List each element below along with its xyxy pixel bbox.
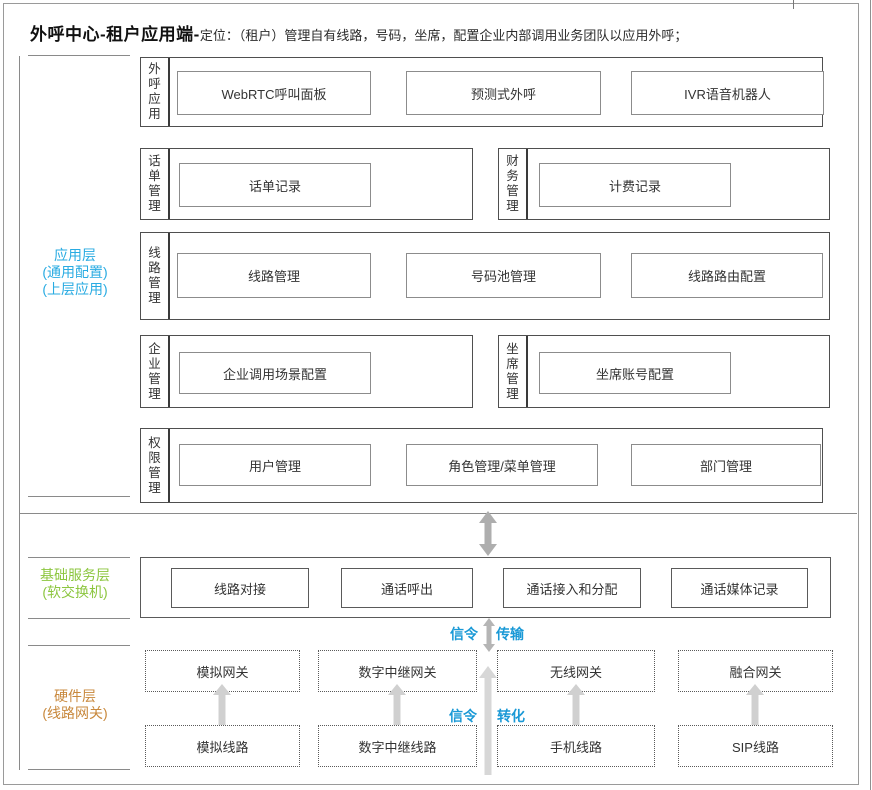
base-bracket-bottom <box>28 618 130 619</box>
left-column-line <box>19 56 20 770</box>
base-service-container: 线路对接 通话呼出 通话接入和分配 通话媒体记录 <box>140 557 831 618</box>
module-box: 用户管理 <box>179 444 371 486</box>
signal-transfer-label-left: 信令 <box>450 626 478 642</box>
group-permission-mgmt: 权限管理 用户管理 角色管理/菜单管理 部门管理 <box>140 428 823 503</box>
line-box: 模拟线路 <box>145 725 300 767</box>
group-label-strip: 话单管理 <box>141 149 170 219</box>
module-box: 部门管理 <box>631 444 821 486</box>
module-box: 计费记录 <box>539 163 731 207</box>
up-down-arrow-icon <box>482 618 495 652</box>
line-box: 数字中继线路 <box>318 725 477 767</box>
signal-transfer-label-right: 传输 <box>496 626 524 642</box>
label-application-layer: 应用层 (通用配置) (上层应用) <box>42 247 108 297</box>
outer-frame <box>3 3 859 785</box>
app-bracket-top <box>28 55 130 56</box>
service-box: 通话媒体记录 <box>671 568 808 608</box>
group-label-strip: 线路管理 <box>141 233 170 319</box>
label-base-service-layer: 基础服务层 (软交换机) <box>40 567 110 600</box>
up-arrow-icon <box>479 666 497 775</box>
module-box: 企业调用场景配置 <box>179 352 371 394</box>
group-label-strip: 企业管理 <box>141 336 170 407</box>
title-description: 定位：（租户）管理自有线路，号码，坐席，配置企业内部调用业务团队以应用外呼； <box>199 28 688 43</box>
page-title: 外呼中心-租户应用端-定位：（租户）管理自有线路，号码，坐席，配置企业内部调用业… <box>30 20 687 45</box>
group-outbound-app: 外呼应用 WebRTC呼叫面板 预测式外呼 IVR语音机器人 <box>140 57 824 127</box>
service-box: 线路对接 <box>171 568 309 608</box>
module-box: 线路路由配置 <box>631 253 823 298</box>
group-finance-mgmt: 财务管理 计费记录 <box>498 148 830 220</box>
title-brand: 外呼中心-租户应用端- <box>30 25 200 44</box>
module-box: 坐席账号配置 <box>539 352 731 394</box>
module-box: WebRTC呼叫面板 <box>177 71 371 115</box>
label-hardware-layer: 硬件层 (线路网关) <box>42 688 108 721</box>
module-box: IVR语音机器人 <box>631 71 824 115</box>
module-box: 预测式外呼 <box>406 71 601 115</box>
hw-bracket-bottom <box>28 769 130 770</box>
up-arrow-icon <box>213 684 231 738</box>
layer-divider-line <box>19 513 857 514</box>
module-box: 角色管理/菜单管理 <box>406 444 598 486</box>
up-arrow-icon <box>746 684 764 738</box>
group-agent-mgmt: 坐席管理 坐席账号配置 <box>498 335 830 408</box>
hw-bracket-top <box>28 645 130 646</box>
service-box: 通话呼出 <box>341 568 473 608</box>
signal-convert-label-right: 转化 <box>497 708 525 724</box>
group-label-strip: 权限管理 <box>141 429 170 502</box>
group-line-mgmt: 线路管理 线路管理 号码池管理 线路路由配置 <box>140 232 830 320</box>
module-box: 线路管理 <box>177 253 371 298</box>
app-bracket-bottom <box>28 496 130 497</box>
group-label-strip: 财务管理 <box>499 149 528 219</box>
service-box: 通话接入和分配 <box>503 568 641 608</box>
line-box: 手机线路 <box>497 725 655 767</box>
top-tick-mark <box>793 0 794 9</box>
signal-convert-label-left: 信令 <box>449 708 477 724</box>
up-arrow-icon <box>567 684 585 738</box>
up-down-arrow-icon <box>479 511 497 556</box>
line-box: SIP线路 <box>678 725 833 767</box>
module-box: 话单记录 <box>179 163 371 207</box>
right-edge-line <box>870 0 871 790</box>
gateway-box: 无线网关 <box>497 650 655 692</box>
module-box: 号码池管理 <box>406 253 601 298</box>
up-arrow-icon <box>388 684 406 738</box>
group-label-strip: 坐席管理 <box>499 336 528 407</box>
group-label-strip: 外呼应用 <box>141 58 170 126</box>
base-bracket-top <box>28 557 130 558</box>
group-cdr-mgmt: 话单管理 话单记录 <box>140 148 473 220</box>
group-enterprise-mgmt: 企业管理 企业调用场景配置 <box>140 335 473 408</box>
